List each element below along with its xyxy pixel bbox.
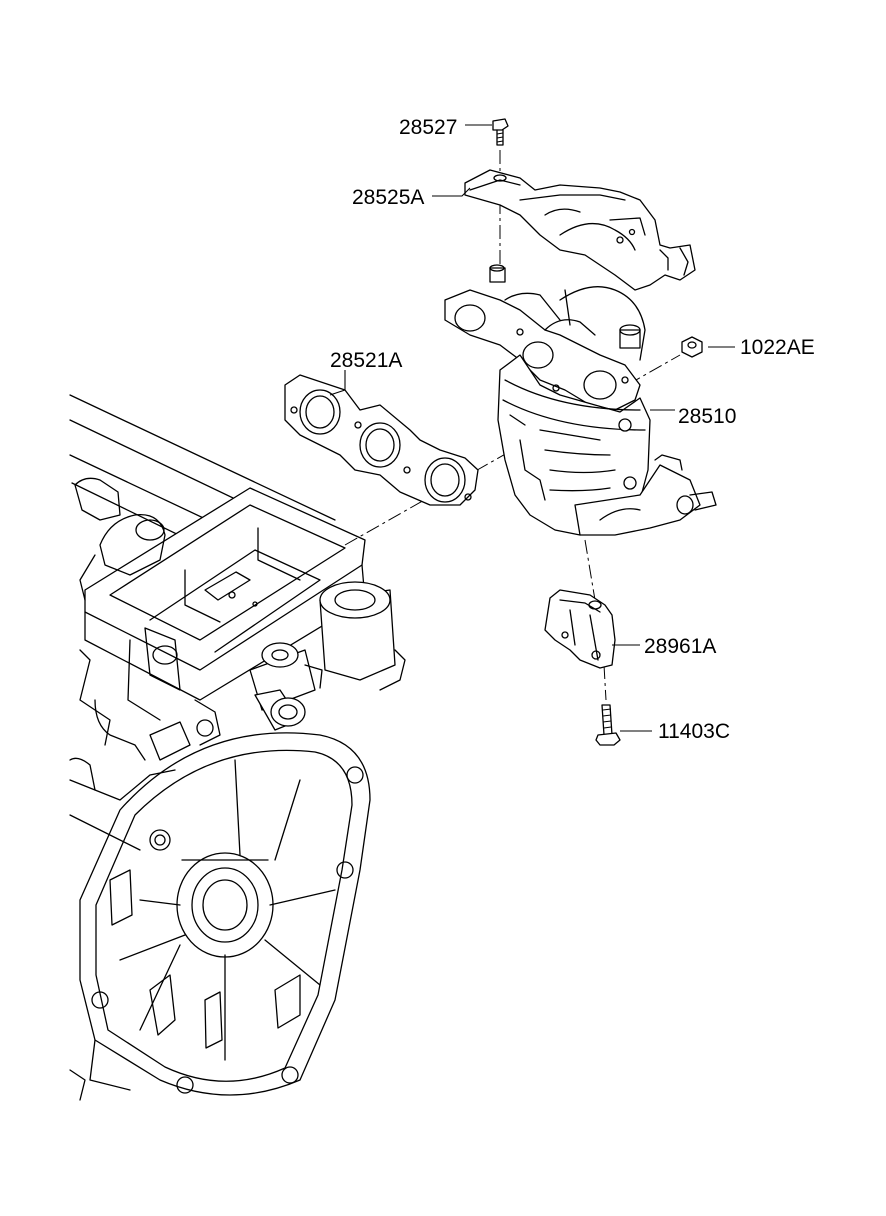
stay-bracket-drawing [544, 589, 616, 669]
label-stay-bracket-28961a: 28961A [644, 635, 717, 658]
manifold-converter-drawing [444, 264, 717, 536]
label-bolt-28527: 28527 [399, 116, 458, 139]
gasket-drawing [284, 374, 479, 506]
label-heat-protector-28525a: 28525A [352, 186, 425, 209]
label-bolt-11403c: 11403C [658, 720, 731, 743]
label-manifold-converter-28510: 28510 [678, 405, 737, 428]
nut-1022ae-drawing [681, 336, 703, 358]
heat-protector-drawing [464, 169, 696, 291]
bolt-11403c-drawing [595, 704, 621, 746]
bolt-28527-drawing [492, 118, 509, 146]
label-gasket-28521a: 28521A [330, 349, 403, 372]
leader-lines [329, 124, 735, 732]
engine-block-drawing [69, 394, 406, 1101]
label-nut-1022ae: 1022AE [740, 336, 815, 359]
